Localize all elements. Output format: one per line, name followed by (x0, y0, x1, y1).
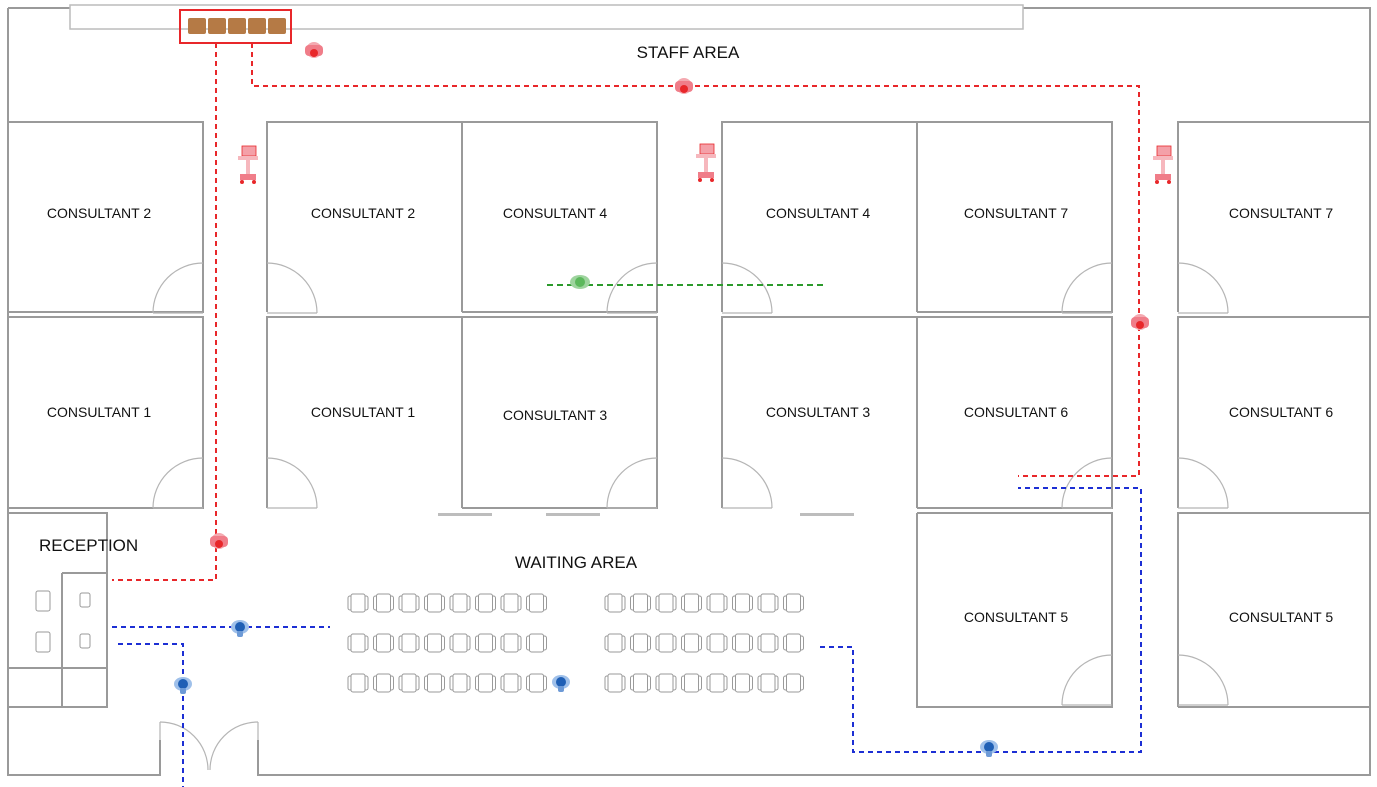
storage-box-icon (228, 18, 246, 34)
waiting-chair (347, 673, 369, 693)
room-label: CONSULTANT 5 (1229, 609, 1333, 625)
workstation-cart-icon (695, 143, 717, 183)
waiting-chair (604, 593, 626, 613)
patient-people (174, 620, 998, 757)
outer-walls (7, 4, 1371, 776)
waiting-chair (630, 593, 651, 613)
room-label: CONSULTANT 5 (964, 609, 1068, 625)
room-label: CONSULTANT 4 (766, 205, 870, 221)
workstation-carts (237, 143, 1174, 185)
waiting-chair (783, 633, 804, 653)
waiting-chair (373, 633, 394, 653)
room-label: CONSULTANT 3 (766, 404, 870, 420)
waiting-chair (449, 633, 471, 653)
waiting-area-label: WAITING AREA (515, 553, 638, 572)
consultant-person-icon (570, 275, 590, 289)
room-label: CONSULTANT 3 (503, 407, 607, 423)
waiting-chair (526, 673, 547, 693)
waiting-chair (449, 673, 471, 693)
storage-highlight (179, 9, 292, 44)
room-label: CONSULTANT 2 (47, 205, 151, 221)
reception-seating (35, 590, 91, 653)
staff-routes (112, 43, 1140, 581)
storage-box-icon (248, 18, 266, 34)
waiting-chair (424, 673, 445, 693)
patient-person-icon (231, 620, 249, 637)
staff-person-icon (210, 533, 228, 549)
waiting-chair (630, 633, 651, 653)
waiting-seats (347, 593, 804, 693)
waiting-chair (604, 673, 626, 693)
wall-displays (438, 513, 854, 516)
waiting-chair (398, 633, 420, 653)
waiting-chair (655, 633, 677, 653)
waiting-chair (475, 593, 496, 613)
waiting-chair (706, 633, 728, 653)
room-label: CONSULTANT 2 (311, 205, 415, 221)
staff-person-icon (675, 78, 693, 94)
waiting-chair (398, 593, 420, 613)
waiting-chair (373, 593, 394, 613)
waiting-chair (424, 633, 445, 653)
waiting-chair (526, 633, 547, 653)
waiting-chair (347, 593, 369, 613)
waiting-chair (630, 673, 651, 693)
waiting-chair (655, 593, 677, 613)
waiting-chair (475, 673, 496, 693)
waiting-chair (732, 593, 753, 613)
staff-area-label: STAFF AREA (637, 43, 740, 62)
staff-person-icon (305, 42, 323, 58)
waiting-chair (681, 633, 702, 653)
room-label: CONSULTANT 6 (964, 404, 1068, 420)
waiting-chair (500, 673, 522, 693)
storage-box-icon (188, 18, 206, 34)
waiting-chair (604, 633, 626, 653)
waiting-chair (757, 633, 779, 653)
storage-box-icon (208, 18, 226, 34)
room-doors (152, 262, 1229, 706)
waiting-chair (449, 593, 471, 613)
patient-routes (112, 487, 1142, 787)
waiting-chair (732, 633, 753, 653)
patient-person-icon (174, 677, 192, 694)
consultant-people (570, 275, 590, 289)
storage-shelf (179, 9, 292, 44)
workstation-cart-icon (237, 145, 259, 185)
staff-person-icon (1131, 314, 1149, 330)
workstation-cart-icon (1152, 145, 1174, 185)
waiting-chair (757, 593, 779, 613)
room-label: CONSULTANT 1 (47, 404, 151, 420)
waiting-chair (706, 593, 728, 613)
entrance-doors (159, 721, 259, 775)
room-label: CONSULTANT 1 (311, 404, 415, 420)
rooms (8, 121, 1370, 708)
patient-person-icon (552, 675, 570, 692)
waiting-chair (526, 593, 547, 613)
reception-label: RECEPTION (39, 536, 138, 555)
waiting-chair (500, 593, 522, 613)
room-label: CONSULTANT 6 (1229, 404, 1333, 420)
waiting-chair (424, 593, 445, 613)
room-label: CONSULTANT 7 (1229, 205, 1333, 221)
waiting-chair (783, 673, 804, 693)
waiting-chair (732, 673, 753, 693)
waiting-chair (783, 593, 804, 613)
storage-box-icon (268, 18, 286, 34)
waiting-chair (757, 673, 779, 693)
waiting-chair (475, 633, 496, 653)
waiting-chair (681, 673, 702, 693)
staff-people (210, 42, 1149, 549)
waiting-chair (398, 673, 420, 693)
room-label: CONSULTANT 4 (503, 205, 607, 221)
waiting-chair (655, 673, 677, 693)
waiting-chair (681, 593, 702, 613)
patient-person-icon (980, 740, 998, 757)
waiting-chair (706, 673, 728, 693)
room-label: CONSULTANT 7 (964, 205, 1068, 221)
waiting-chair (373, 673, 394, 693)
waiting-chair (500, 633, 522, 653)
waiting-chair (347, 633, 369, 653)
